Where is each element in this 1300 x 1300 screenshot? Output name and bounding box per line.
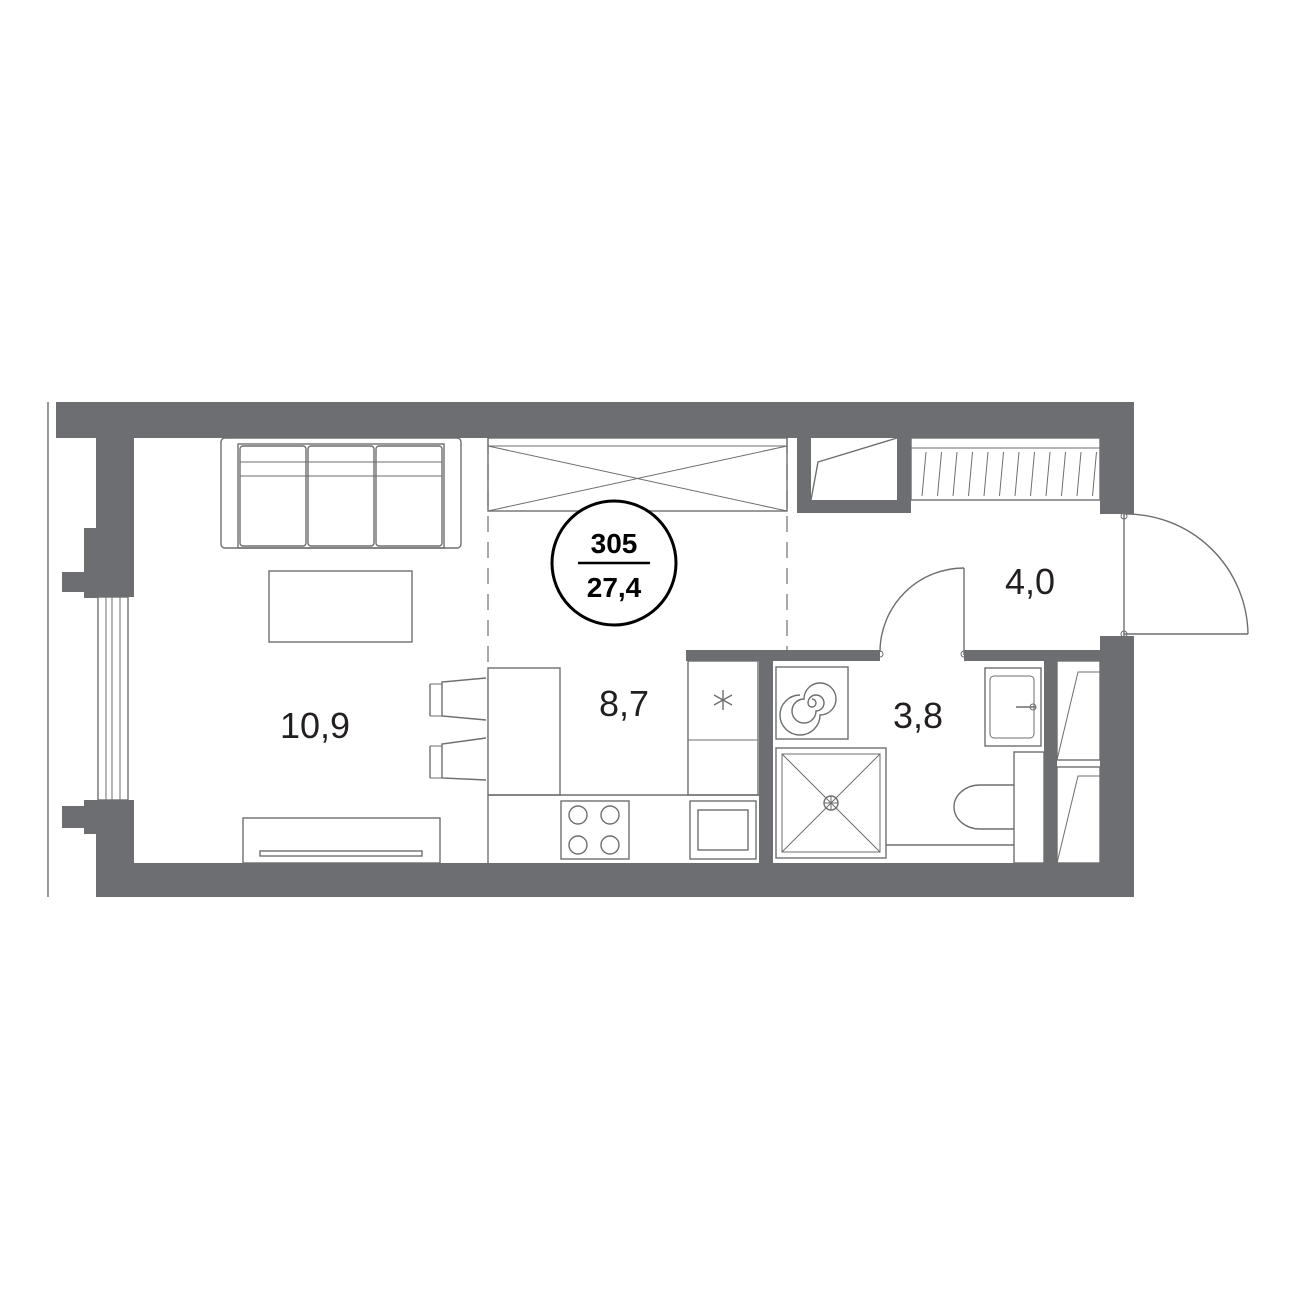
washing-machine-icon — [775, 666, 849, 740]
hanger-line — [1014, 451, 1020, 497]
niche-wall-bottom — [797, 500, 911, 513]
stove-icon — [560, 800, 630, 860]
top-wall — [56, 402, 1134, 438]
sink-icon — [984, 667, 1042, 747]
left-wall-top — [96, 402, 134, 597]
tv-icon — [242, 817, 441, 864]
closet-right-icon — [1056, 660, 1101, 864]
hanger-line — [1061, 451, 1066, 497]
niche-wall-left — [797, 435, 811, 513]
wardrobe-icon — [487, 437, 788, 512]
bar-counter-icon — [487, 667, 561, 796]
apartment-total-area: 27,4 — [587, 572, 642, 603]
left-wall-bottom — [96, 800, 134, 897]
fridge-icon — [687, 660, 759, 796]
kitchen-bath-wall-top — [686, 650, 880, 661]
closet-icon — [910, 437, 1101, 501]
hanger-line — [983, 451, 989, 497]
right-wall-top — [1100, 402, 1134, 514]
niche-wall-mid — [897, 435, 911, 513]
walls — [56, 402, 1134, 897]
right-wall-bottom — [1100, 636, 1134, 897]
left-wall-nib-top — [56, 402, 96, 412]
left-pier-top-cap — [62, 572, 98, 592]
bottom-wall — [96, 863, 1134, 897]
room-area-hall: 4,0 — [1005, 561, 1055, 602]
apartment-badge: 305 27,4 — [550, 499, 678, 627]
oven-icon — [689, 800, 757, 860]
shower-icon — [775, 747, 1014, 859]
hanger-line — [921, 451, 927, 497]
hanger-line — [1076, 451, 1082, 497]
niche-cabinet-icon — [810, 437, 898, 501]
bath-wall-top-right — [964, 650, 1104, 661]
hangers — [921, 451, 1097, 497]
hanger-line — [999, 451, 1004, 497]
hanger-line — [1030, 451, 1035, 497]
kitchen-bath-wall-vert — [759, 650, 773, 865]
hanger-line — [1092, 451, 1097, 497]
room-area-living: 10,9 — [280, 705, 350, 746]
room-area-kitchen: 8,7 — [599, 683, 649, 724]
room-area-bathroom: 3,8 — [893, 695, 943, 736]
left-pier-bottom-cap — [62, 806, 98, 828]
chair-icon — [429, 677, 487, 781]
sofa-icon — [220, 437, 462, 549]
toilet-icon — [953, 751, 1045, 864]
apartment-number: 305 — [591, 528, 638, 559]
hanger-line — [952, 451, 958, 497]
right-wall-jamb-bottom — [1124, 636, 1134, 642]
coffee-table-icon — [268, 570, 413, 643]
window-icon — [47, 402, 129, 897]
entry-door-icon — [1120, 512, 1249, 638]
bath-closet-wall — [1044, 650, 1057, 865]
hanger-line — [968, 451, 973, 497]
hanger-line — [1045, 451, 1051, 497]
bathroom-door-icon — [876, 567, 968, 658]
hanger-line — [937, 451, 942, 497]
kitchen-counter — [487, 794, 759, 863]
